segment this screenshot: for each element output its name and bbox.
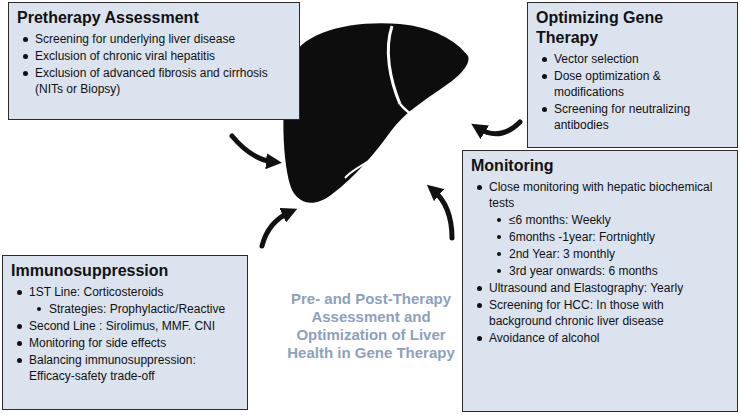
bullet-text: Balancing immunosuppression: Efficacy-sa…	[29, 353, 196, 383]
bullet-dot	[542, 57, 547, 62]
bullet-text: 3rd year onwards: 6 months	[509, 264, 658, 278]
bullet-text: Screening for HCC: In those with backgro…	[489, 298, 664, 328]
bullet-dot	[477, 185, 482, 190]
topic-box: MonitoringClose monitoring with hepatic …	[462, 150, 738, 412]
bullet-row: 6months -1year: Fortnightly	[471, 229, 729, 245]
diagram-title: Pre- and Post-Therapy Assessment and Opt…	[278, 290, 464, 362]
bullet-dot	[497, 252, 501, 256]
bullet-row: ≤6 months: Weekly	[471, 212, 729, 228]
box-heading-row: Immunosuppression	[11, 261, 239, 281]
bullet-row: Avoidance of alcohol	[471, 330, 729, 346]
bullet-dot	[23, 37, 28, 42]
bullet-dot	[23, 54, 28, 59]
bullet-dot	[17, 290, 22, 295]
box-heading: Monitoring	[471, 157, 554, 174]
bullet-row: 1ST Line: Corticosteroids	[11, 284, 239, 300]
bullet-row: Screening for underlying liver disease	[17, 31, 291, 47]
bullet-text: Second Line : Sirolimus, MMF. CNI	[29, 319, 215, 333]
bullet-dot	[542, 107, 547, 112]
bullet-dot	[497, 218, 501, 222]
bullet-row: Exclusion of advanced fibrosis and cirrh…	[17, 65, 291, 97]
bullet-text: Ultrasound and Elastography: Yearly	[489, 281, 683, 295]
bullet-row: Close monitoring with hepatic biochemica…	[471, 179, 729, 211]
bullet-row: Screening for neutralizing antibodies	[536, 101, 729, 133]
box-heading: Optimizing Gene Therapy	[536, 9, 663, 46]
box-heading-row: Pretherapy Assessment	[17, 8, 291, 28]
bullet-text: Close monitoring with hepatic biochemica…	[489, 180, 712, 210]
bullet-dot	[497, 269, 501, 273]
bullet-dot	[477, 286, 482, 291]
bullet-text: 6months -1year: Fortnightly	[509, 230, 655, 244]
bullet-row: Vector selection	[536, 51, 729, 67]
box-heading: Pretherapy Assessment	[17, 9, 199, 26]
topic-box: Pretherapy AssessmentScreening for under…	[8, 2, 300, 120]
bullet-text: Vector selection	[554, 52, 639, 66]
bullet-text: Strategies: Prophylactic/Reactive	[49, 302, 225, 316]
bullet-dot	[542, 74, 547, 79]
bullet-dot	[17, 324, 22, 329]
bullet-text: Exclusion of advanced fibrosis and cirrh…	[35, 66, 268, 96]
bullet-dot	[17, 341, 22, 346]
bullet-dot	[477, 303, 482, 308]
bullet-dot	[497, 235, 501, 239]
bullet-row: Balancing immunosuppression: Efficacy-sa…	[11, 352, 239, 384]
bullet-text: Dose optimization & modifications	[554, 69, 661, 99]
bullet-text: Avoidance of alcohol	[489, 331, 600, 345]
bullet-row: Dose optimization & modifications	[536, 68, 729, 100]
bullet-text: Screening for neutralizing antibodies	[554, 102, 690, 132]
bullet-row: Exclusion of chronic viral hepatitis	[17, 48, 291, 64]
topic-box: Optimizing Gene TherapyVector selectionD…	[527, 2, 738, 148]
bullet-row: Strategies: Prophylactic/Reactive	[11, 301, 239, 317]
bullet-text: ≤6 months: Weekly	[509, 213, 611, 227]
bullet-row: Monitoring for side effects	[11, 335, 239, 351]
bullet-dot	[23, 71, 28, 76]
box-heading-row: Monitoring	[471, 156, 729, 176]
bullet-text: 2nd Year: 3 monthly	[509, 247, 615, 261]
bullet-dot	[37, 307, 41, 311]
topic-box: Immunosuppression 1ST Line: Corticosteroi…	[2, 255, 248, 410]
bullet-dot	[17, 358, 22, 363]
bullet-text: Screening for underlying liver disease	[35, 32, 235, 46]
liver-icon	[283, 23, 468, 203]
bullet-row: 2nd Year: 3 monthly	[471, 246, 729, 262]
box-heading: Immunosuppression	[11, 262, 168, 279]
bullet-text: 1ST Line: Corticosteroids	[29, 285, 164, 299]
bullet-row: Ultrasound and Elastography: Yearly	[471, 280, 729, 296]
bullet-row: Screening for HCC: In those with backgro…	[471, 297, 729, 329]
box-heading-row: Optimizing Gene Therapy	[536, 8, 729, 48]
bullet-row: Second Line : Sirolimus, MMF. CNI	[11, 318, 239, 334]
bullet-dot	[477, 336, 482, 341]
bullet-row: 3rd year onwards: 6 months	[471, 263, 729, 279]
bullet-text: Exclusion of chronic viral hepatitis	[35, 49, 215, 63]
bullet-text: Monitoring for side effects	[29, 336, 166, 350]
